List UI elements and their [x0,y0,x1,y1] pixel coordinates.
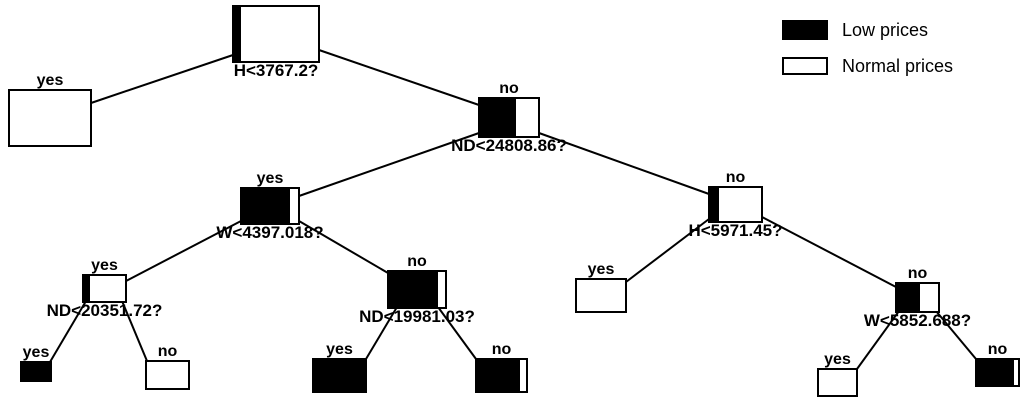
branch-label: no [987,341,1008,358]
branch-label: no [407,253,427,270]
leaf-yes-normal-prices: yes [8,73,92,147]
node-nd20351: yes ND<20351.72? [47,258,163,320]
split-label: ND<19981.03? [359,307,475,326]
node-fill [710,188,719,221]
node-w4397: yes W<4397.018? [216,171,323,242]
normal-prices-swatch [782,57,828,75]
edge-nd19981-to-no [437,306,477,360]
legend-item-low-prices: Low prices [782,20,953,40]
edge-h5971-to-yes [625,218,710,283]
edge-w5852-to-no [935,310,977,360]
node-root-h3767: H<3767.2? [232,5,320,79]
node-fill [242,189,290,223]
legend-label: Low prices [842,20,929,40]
branch-label: yes [91,257,118,274]
node-fill [314,360,365,391]
leaf-no-low-prices: no [475,342,528,393]
leaf-yes-normal-prices: yes [575,262,627,313]
branch-label: yes [587,261,615,278]
split-label: W<4397.018? [216,223,324,242]
edge-w4397-to-no [298,220,389,274]
edge-h5971-to-no [761,216,897,288]
legend-item-normal-prices: Normal prices [782,57,953,75]
edge-w5852-to-yes [856,310,900,370]
branch-label: no [907,265,928,282]
node-fill [897,284,920,311]
edge-w4397-to-yes [125,220,242,282]
split-label: ND<20351.72? [46,301,163,320]
leaf-no-low-prices: no [975,342,1020,387]
split-label: H<5971.45? [688,221,783,240]
node-fill [22,363,50,380]
node-fill [477,360,521,391]
edge-nd20351-to-no [121,300,148,362]
node-h5971: no H<5971.45? [688,170,782,240]
branch-label: no [157,343,178,360]
edge-root-to-yes-leaf [90,54,234,104]
leaf-yes-low-prices: yes [20,345,52,382]
branch-label: yes [326,341,353,358]
edge-root-to-no-node [318,49,480,106]
leaf-yes-low-prices: yes [312,342,367,393]
branch-label: no [725,169,746,186]
node-nd19981: no ND<19981.03? [359,254,475,326]
leaf-yes-normal-prices: yes [817,352,858,397]
branch-label: yes [36,72,64,89]
low-prices-swatch [782,20,828,40]
node-w5852: no W<5852.688? [864,266,971,330]
node-fill [84,276,91,301]
branch-label: yes [256,170,284,187]
edge-nd19981-to-yes [365,306,398,360]
node-fill [977,360,1014,385]
edge-nd24808-to-no [538,132,710,195]
split-label: H<3767.2? [233,61,319,80]
node-fill [234,7,241,61]
edge-nd20351-to-yes [49,300,87,363]
legend-label: Normal prices [842,56,954,76]
legend: Low prices Normal prices [782,20,953,92]
leaf-no-normal-prices: no [145,344,190,390]
node-fill [389,272,439,307]
edge-nd24808-to-yes [298,132,480,197]
branch-label: no [499,80,519,97]
branch-label: yes [22,344,50,361]
node-fill [480,99,516,136]
branch-label: no [491,341,512,358]
split-label: ND<24808.86? [451,136,567,155]
node-nd24808: no ND<24808.86? [451,81,567,155]
split-label: W<5852.688? [863,311,972,330]
branch-label: yes [824,351,851,368]
